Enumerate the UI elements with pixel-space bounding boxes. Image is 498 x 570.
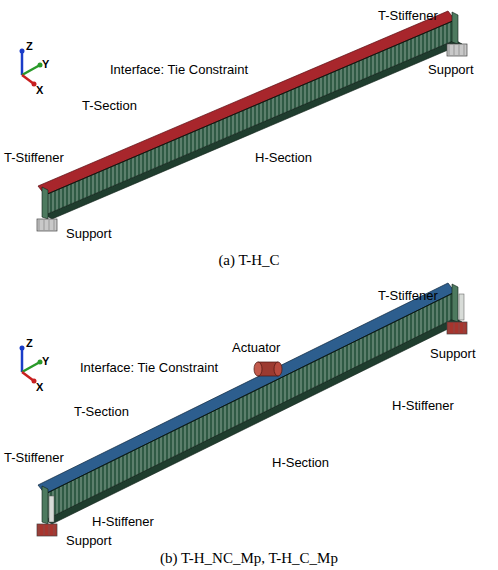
axis-letter: Y <box>42 58 49 70</box>
support-block <box>447 322 467 334</box>
axis-letter: Y <box>42 355 49 367</box>
part-label: Support <box>428 62 474 77</box>
h-section-web <box>45 292 455 520</box>
support-hatch <box>459 45 460 55</box>
support-hatch <box>39 525 40 535</box>
subfigure-caption: (b) T-H_NC_Mp, T-H_C_Mp <box>160 550 338 567</box>
bottom-flange <box>45 318 462 524</box>
h-stiffener-plate <box>49 496 54 522</box>
t-stiffener-plate <box>452 12 458 44</box>
part-label: Support <box>66 533 112 548</box>
support-hatch <box>49 525 50 535</box>
beam <box>37 11 467 231</box>
part-label: T-Section <box>74 404 129 419</box>
axis-head <box>38 360 43 365</box>
support-hatch <box>449 45 450 55</box>
axis-arrow <box>21 51 24 75</box>
h-section-web <box>45 20 455 215</box>
support-block <box>37 219 57 231</box>
part-label: Actuator <box>232 340 280 355</box>
part-label: Interface: Tie Constraint <box>80 360 218 375</box>
part-label: H-Stiffener <box>92 514 154 529</box>
part-label: Support <box>430 346 476 361</box>
support-hatch <box>54 525 55 535</box>
t-section <box>38 283 455 494</box>
support-hatch <box>49 220 50 230</box>
support-hatch <box>454 45 455 55</box>
t-stiffener-plate <box>42 486 48 524</box>
support-hatch <box>54 220 55 230</box>
actuator-end <box>254 362 262 376</box>
axis-triad <box>20 49 43 87</box>
axis-head <box>38 63 43 68</box>
part-label: H-Section <box>255 150 312 165</box>
support-hatch <box>459 323 460 333</box>
support-hatch <box>449 323 450 333</box>
axis-arrow <box>21 348 24 372</box>
part-label: Interface: Tie Constraint <box>110 62 248 77</box>
axis-arrow <box>22 362 40 372</box>
support-hatch <box>454 323 455 333</box>
part-label: T-Stiffener <box>378 288 438 303</box>
axis-letter: X <box>36 84 43 96</box>
part-label: T-Stiffener <box>4 150 64 165</box>
part-label: T-Stiffener <box>378 8 438 23</box>
t-stiffener-plate <box>42 187 48 219</box>
tie-interface <box>45 20 455 195</box>
h-stiffener-plate <box>459 294 464 320</box>
axis-letter: Z <box>26 337 33 349</box>
support-block <box>37 524 57 536</box>
axis-head <box>20 346 25 351</box>
axis-letter: Z <box>26 40 33 52</box>
axis-head <box>20 49 25 54</box>
support-block <box>447 44 467 56</box>
part-label: H-Section <box>272 455 329 470</box>
part-label: T-Stiffener <box>4 450 64 465</box>
part-label: H-Stiffener <box>392 398 454 413</box>
t-section <box>38 11 455 195</box>
axis-head <box>32 379 37 384</box>
axis-letter: X <box>36 381 43 393</box>
axis-triad <box>20 346 43 384</box>
bottom-flange <box>45 40 462 219</box>
part-label: Support <box>66 226 112 241</box>
support-hatch <box>39 220 40 230</box>
support-hatch <box>44 220 45 230</box>
beam <box>37 283 467 536</box>
part-label: T-Section <box>82 98 137 113</box>
subfigure-caption: (a) T-H_C <box>218 252 279 269</box>
actuator-cylinder <box>254 362 282 376</box>
axis-head <box>32 82 37 87</box>
axis-arrow <box>22 65 40 75</box>
t-stiffener-plate <box>452 284 458 322</box>
support-hatch <box>464 323 465 333</box>
support-hatch <box>464 45 465 55</box>
support-hatch <box>44 525 45 535</box>
actuator-end <box>274 362 282 376</box>
tie-interface <box>45 292 455 494</box>
